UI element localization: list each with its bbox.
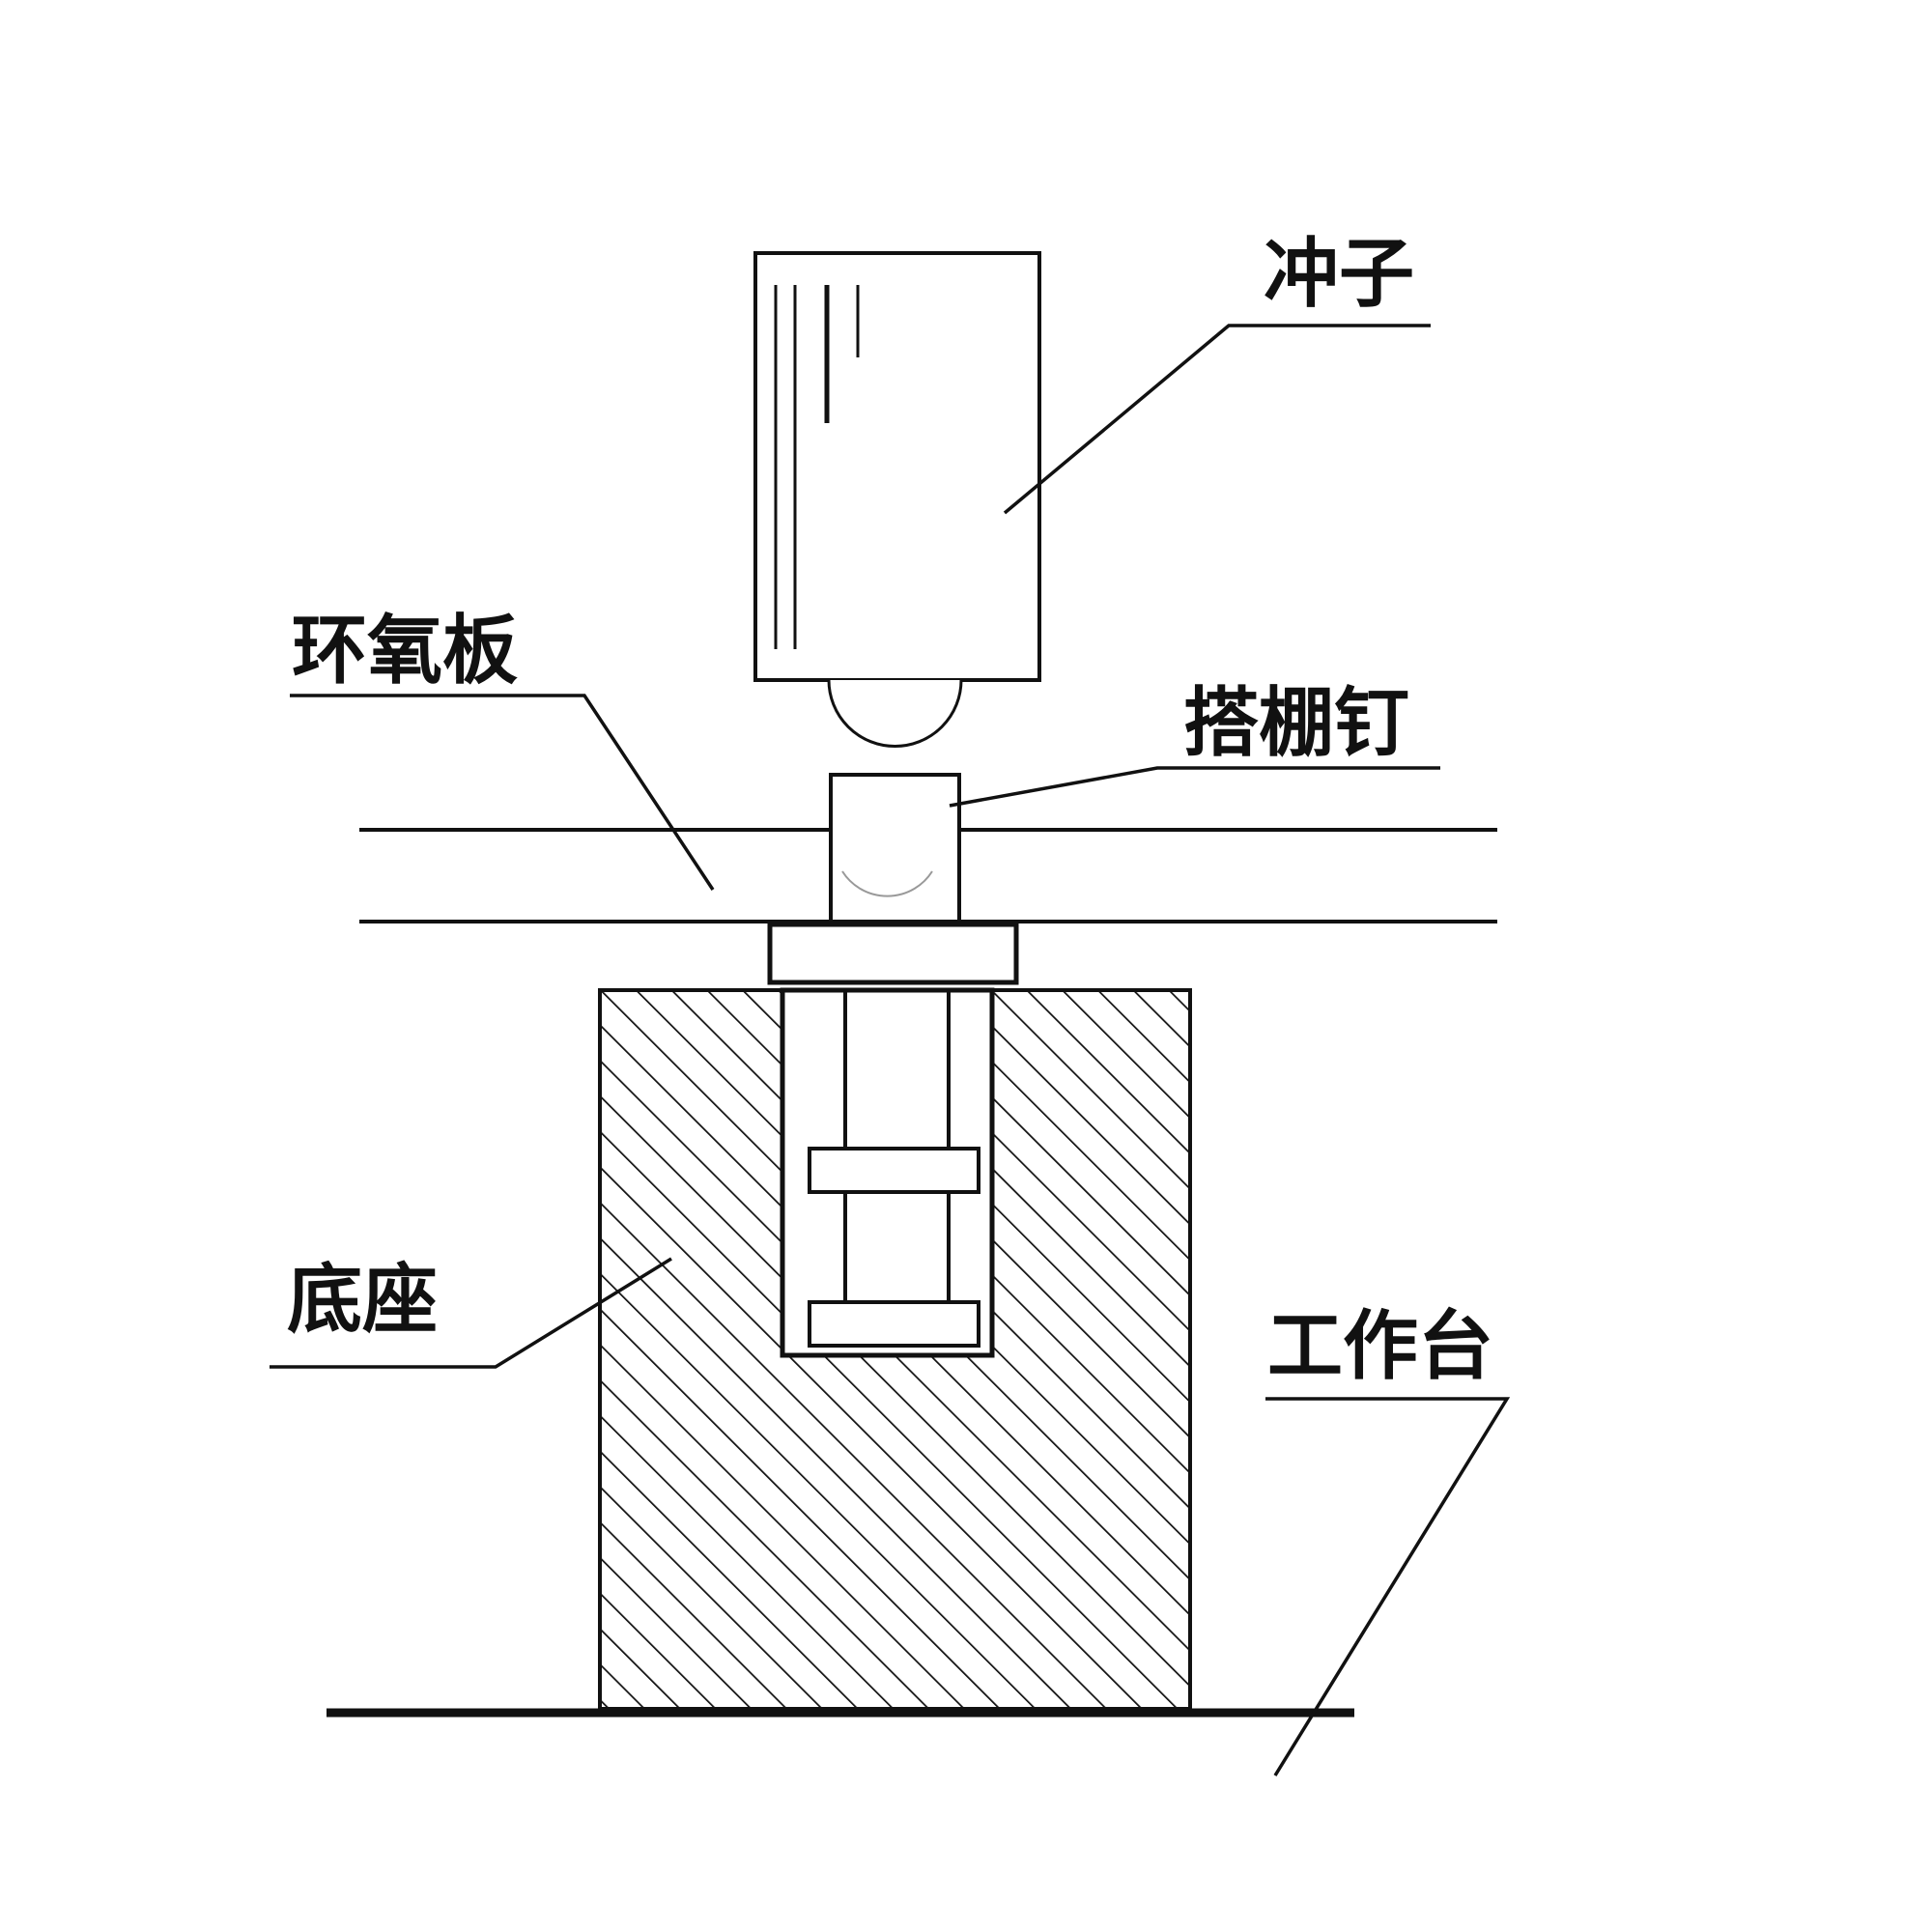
shed-nail-leader-line xyxy=(949,766,1440,808)
leader-lines xyxy=(270,324,1511,1776)
punch-tip xyxy=(827,679,963,748)
shed-nail-head xyxy=(829,773,961,923)
punch xyxy=(753,251,1041,748)
epoxy-board-label: 环氧板 xyxy=(292,608,518,695)
base-cavity-bar xyxy=(808,1147,980,1194)
workbench-leader-line xyxy=(1265,1397,1511,1776)
punch-leader-line xyxy=(1003,324,1431,515)
base-label: 底座 xyxy=(287,1257,438,1344)
shed-nail-flange xyxy=(767,922,1019,985)
shed-nail-label: 搭棚钉 xyxy=(1183,680,1409,767)
base-cavity-bar xyxy=(808,1300,980,1348)
punch-body xyxy=(753,251,1041,682)
base xyxy=(598,987,1192,1711)
shed-nail-curve xyxy=(841,870,933,897)
epoxy-board-leader-line xyxy=(290,694,715,891)
punch-label: 冲子 xyxy=(1264,231,1414,318)
base-leader-line xyxy=(270,1257,672,1369)
shed-nail xyxy=(767,773,1019,985)
workbench-label: 工作台 xyxy=(1267,1303,1493,1390)
